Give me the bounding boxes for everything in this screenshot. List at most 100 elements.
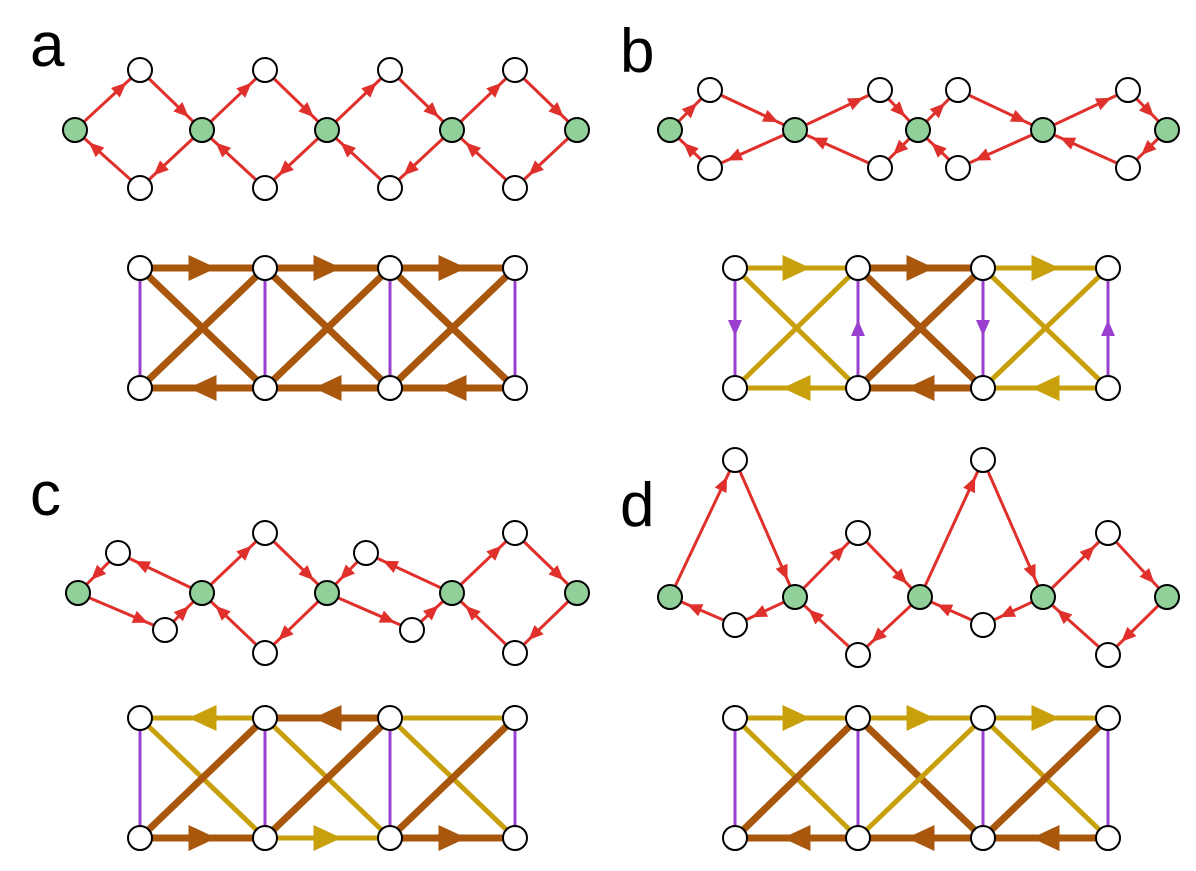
green-node <box>905 117 931 143</box>
green-node <box>907 584 933 610</box>
ladder-arrow-brown <box>1031 825 1060 851</box>
ladder-node <box>502 825 528 851</box>
white-node <box>945 77 971 103</box>
chain-edge <box>1042 88 1129 132</box>
chain-arrow <box>999 604 1017 618</box>
ladder-arrow-purple <box>976 320 990 336</box>
chain-arrow <box>775 563 788 581</box>
ladder-arrow-gold <box>1031 375 1060 401</box>
chain-arrow <box>423 102 439 118</box>
ladder-edge-brown <box>732 715 861 841</box>
ladder-node <box>502 375 528 401</box>
white-node <box>1115 155 1141 181</box>
ladder-edge-gold <box>733 266 860 390</box>
green-node <box>65 580 91 606</box>
chain-arrow <box>528 160 544 176</box>
ladder-arrow-gold <box>782 255 811 281</box>
ladder-node <box>1095 375 1121 401</box>
ladder-node <box>252 375 278 401</box>
ladder-node <box>377 255 403 281</box>
chain-edge <box>388 128 454 190</box>
chain-edge <box>263 531 329 595</box>
panel-b <box>657 77 1180 401</box>
white-node <box>502 57 528 83</box>
ladder-edge-brown <box>980 715 1111 841</box>
chain-edge <box>325 68 392 132</box>
chain-arrow <box>340 142 357 158</box>
chain-arrow <box>278 160 294 176</box>
chain-edge <box>450 591 517 655</box>
ladder-arrow-brown <box>438 255 467 281</box>
chain-arrow <box>890 101 906 117</box>
chain-arrow <box>403 160 419 176</box>
ladder-arrow-gold <box>782 375 811 401</box>
green-node <box>439 117 465 143</box>
chain-edge <box>450 531 517 595</box>
chain-edge <box>388 68 454 132</box>
chain-arrow <box>131 610 148 623</box>
ladder-arrow-brown <box>313 375 342 401</box>
white-node <box>1095 642 1121 668</box>
white-node <box>252 175 278 201</box>
ladder-node <box>377 705 403 731</box>
white-node <box>252 640 278 666</box>
white-node <box>377 57 403 83</box>
ladder-node <box>970 705 996 731</box>
chain-arrow <box>1141 139 1157 156</box>
chain-arrow <box>931 142 947 158</box>
green-node <box>314 580 340 606</box>
chain-arrow <box>173 102 189 118</box>
chain-edge <box>77 591 166 632</box>
white-node <box>722 612 748 638</box>
chain-arrow <box>173 606 189 622</box>
chain-arrow <box>846 97 864 111</box>
chain-edge <box>200 68 267 132</box>
ladder-edge-brown <box>262 265 393 391</box>
white-node <box>722 447 748 473</box>
chain-edge <box>794 88 881 132</box>
panel-label-d: d <box>620 471 654 540</box>
green-node <box>189 580 215 606</box>
chain-arrow <box>91 564 107 580</box>
chain-arrow <box>339 564 356 580</box>
ladder-arrow-brown <box>438 375 467 401</box>
chain-arrow <box>528 625 544 641</box>
white-node <box>252 57 278 83</box>
chain-arrow <box>829 546 846 562</box>
green-node <box>782 584 808 610</box>
ladder-edge-brown <box>137 265 268 391</box>
ladder-node <box>970 375 996 401</box>
chain-edge <box>957 88 1044 132</box>
green-node <box>1030 584 1056 610</box>
chain-arrow <box>278 625 294 641</box>
chain-edge <box>1106 595 1169 657</box>
chain-edge <box>1042 595 1109 657</box>
chain-arrow <box>236 82 252 98</box>
panel-label-b: b <box>620 17 654 86</box>
chain-arrow <box>548 102 564 118</box>
white-node <box>502 640 528 666</box>
ladder-arrow-purple <box>728 320 742 336</box>
green-node <box>1154 584 1180 610</box>
chain-arrow <box>88 142 105 158</box>
white-node <box>127 175 153 201</box>
ladder-edge-gold <box>981 266 1110 390</box>
chain-edge <box>450 68 517 132</box>
chain-arrow <box>215 142 232 158</box>
ladder-node <box>127 375 153 401</box>
chain-arrow <box>1023 563 1036 581</box>
chain-edge <box>856 595 922 657</box>
ladder-node <box>127 255 153 281</box>
green-node <box>782 117 808 143</box>
chain-edge <box>74 128 141 190</box>
chain-arrow <box>1138 101 1155 117</box>
ladder-node <box>970 255 996 281</box>
panel-c <box>65 520 590 851</box>
chain-edge <box>263 68 329 132</box>
white-node <box>867 77 893 103</box>
white-node <box>105 540 131 566</box>
chain-arrow <box>153 160 169 176</box>
chain-arrow <box>298 102 314 118</box>
ladder-arrow-brown <box>188 255 217 281</box>
